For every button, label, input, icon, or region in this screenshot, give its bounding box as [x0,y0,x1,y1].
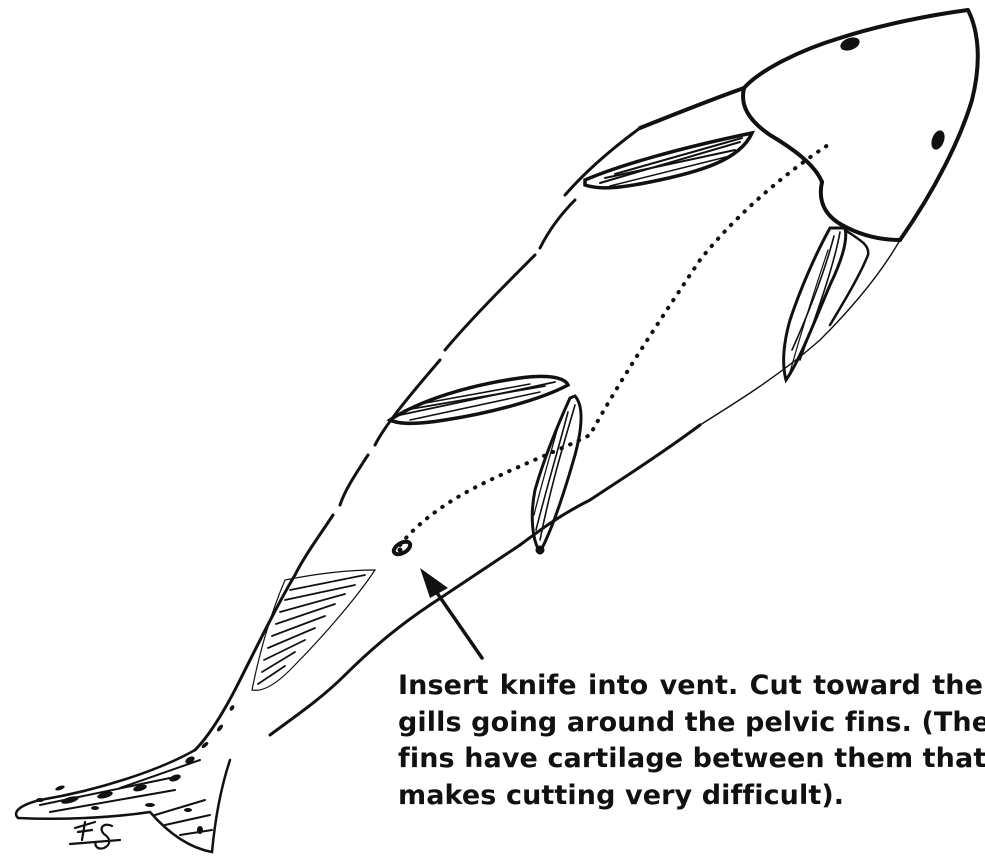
caption-line-4: makes cutting very difficult). [398,778,983,815]
fish-head [640,10,978,240]
anal-fin [252,570,375,690]
caption-line-3: fins have cartilage between them that [398,741,983,778]
pelvic-fin-left [390,376,568,423]
pectoral-fin-upper [585,133,752,188]
arrow-icon [420,568,482,658]
eye-side [929,129,947,152]
caption-line-2: gills going around the pelvic fins. (The [398,705,983,742]
caption-line-1: Insert knife into vent. Cut toward the [398,668,983,705]
artist-signature [70,822,120,849]
fish-body-outline [195,128,900,750]
pectoral-fin-right [784,228,869,380]
vent [392,539,413,557]
tail-fin [16,750,230,852]
instruction-caption: Insert knife into vent. Cut toward the g… [398,668,983,814]
